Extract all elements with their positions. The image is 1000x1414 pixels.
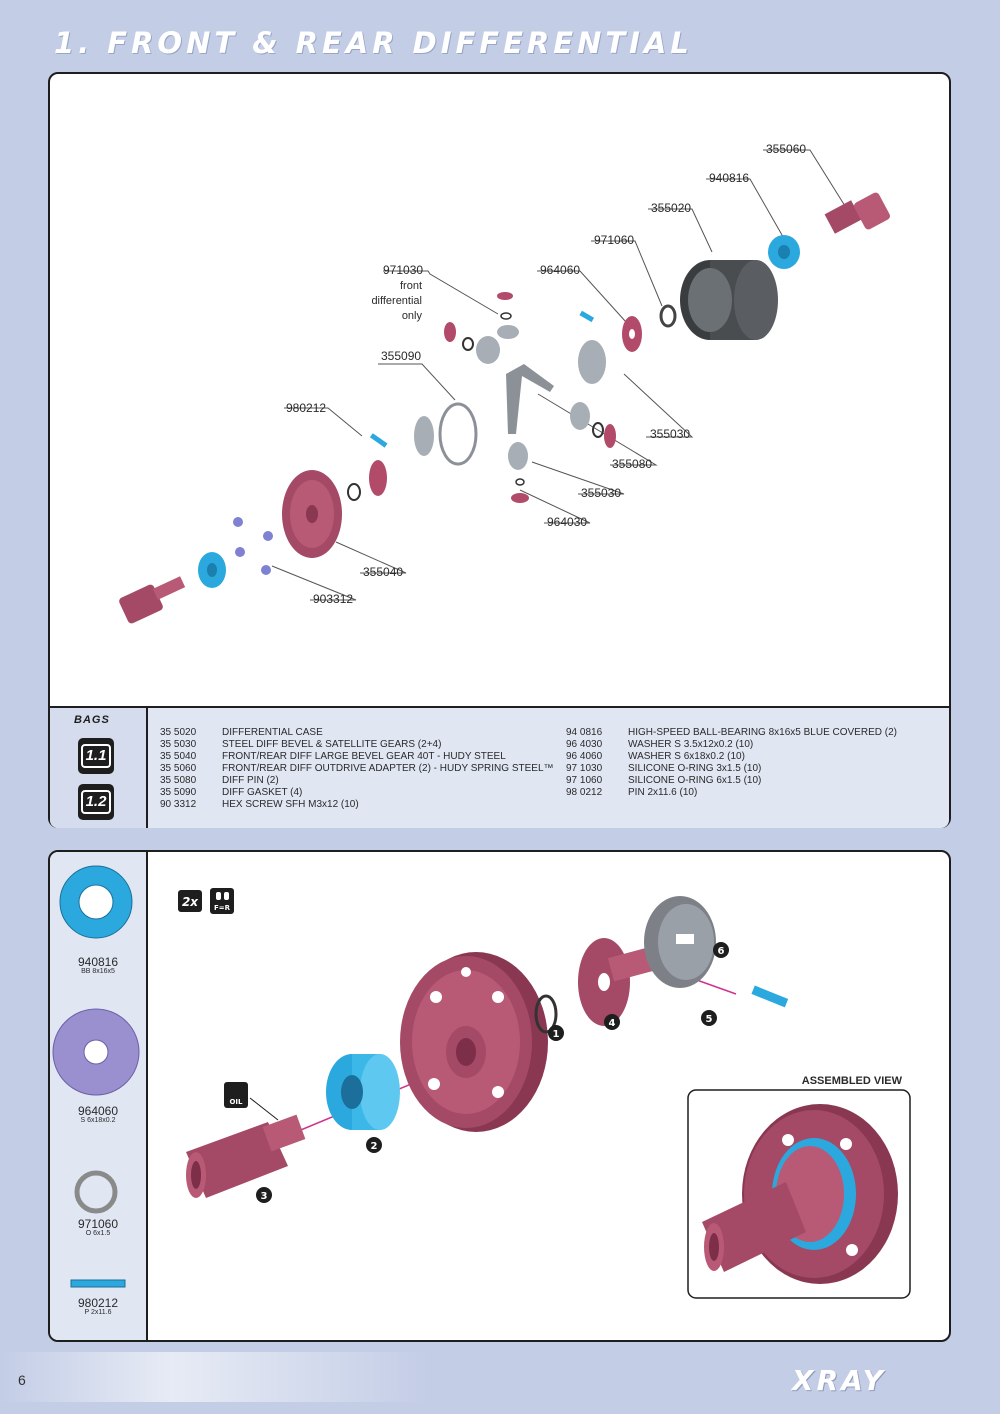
svg-text:OIL: OIL xyxy=(229,1098,243,1106)
callout-note-line2: differential xyxy=(371,295,422,307)
callout-980212: 980212 xyxy=(286,401,326,415)
svg-text:4: 4 xyxy=(609,1018,616,1029)
callout-971030: 971030 xyxy=(383,263,423,277)
hex-screws xyxy=(233,517,273,575)
bevel-gear-satellite xyxy=(644,896,716,988)
o-ring-6x1.5 xyxy=(659,304,677,328)
oil-badge xyxy=(224,1082,248,1108)
assembled-diff xyxy=(702,1104,898,1284)
svg-text:3: 3 xyxy=(261,1191,268,1202)
svg-text:F=R: F=R xyxy=(214,904,231,912)
o-ring xyxy=(534,994,558,1034)
bags-column: BAGS 1.1 1.2 xyxy=(50,708,148,828)
pin-small xyxy=(579,310,595,323)
callout-971060: 971060 xyxy=(594,233,634,247)
actual-size-part: 971060 O 6x1.5 xyxy=(77,1217,119,1237)
svg-text:1: 1 xyxy=(553,1029,560,1040)
ball-bearing xyxy=(326,1054,400,1130)
callout-note-line3: only xyxy=(402,310,423,322)
callout-note-line1: front xyxy=(400,280,422,292)
page-title: 1. FRONT & REAR DIFFERENTIAL xyxy=(54,26,693,60)
bag-badge-1-2: 1.2 xyxy=(78,784,114,820)
assembled-view-label: ASSEMBLED VIEW xyxy=(802,1075,903,1087)
callout-940816: 940816 xyxy=(709,171,749,185)
diff-pin xyxy=(506,364,554,434)
assembly-step-panel: 940816 BB 8x16x5 964060 S 6x18x0.2 97106… xyxy=(48,850,951,1342)
callout-964060: 964060 xyxy=(540,263,580,277)
differential-case xyxy=(680,260,778,340)
callout-355030-upper: 355030 xyxy=(650,427,690,441)
callout-964030: 964030 xyxy=(547,515,587,529)
bags-label: BAGS xyxy=(74,714,110,726)
diff-pin-step xyxy=(751,985,789,1008)
svg-text:6: 6 xyxy=(718,946,725,957)
actual-size-part: 980212 P 2x11.6 xyxy=(77,1296,119,1316)
svg-text:2x: 2x xyxy=(182,895,199,909)
bag-badge-1-1: 1.1 xyxy=(78,738,114,774)
svg-text:2: 2 xyxy=(371,1141,378,1152)
callout-355030-lower: 355030 xyxy=(581,486,621,500)
o-ring-actual-size-icon xyxy=(74,1170,118,1214)
callout-355090: 355090 xyxy=(381,349,421,363)
quantity-badge xyxy=(178,890,202,912)
actual-size-part: 940816 BB 8x16x5 xyxy=(77,955,119,975)
exploded-diagram: 355060 940816 355020 971060 971030 front… xyxy=(119,142,890,624)
outdrive-adapter xyxy=(186,1114,306,1198)
bevel-gear-upper xyxy=(578,340,606,384)
large-bevel-gear xyxy=(400,952,548,1132)
large-bevel-gear-40t xyxy=(282,470,342,558)
exploded-view-panel: 355060 940816 355020 971060 971030 front… xyxy=(48,72,951,828)
footer-glow xyxy=(0,1352,430,1402)
outdrive-adapter-right xyxy=(824,192,890,234)
actual-size-graphics xyxy=(52,865,140,1288)
callout-903312: 903312 xyxy=(313,592,353,606)
actual-size-parts-column: 940816 BB 8x16x5 964060 S 6x18x0.2 97106… xyxy=(50,852,148,1340)
diff-gasket xyxy=(438,402,478,466)
callout-355040: 355040 xyxy=(363,565,403,579)
outdrive-adapter-left xyxy=(119,576,186,624)
brand-logo: XRAY xyxy=(792,1364,886,1397)
callout-355060: 355060 xyxy=(766,142,806,156)
pin-actual-size-icon xyxy=(70,1279,126,1288)
assembly-diagram: 2x F=R OIL xyxy=(178,888,911,1299)
actual-size-part: 964060 S 6x18x0.2 xyxy=(77,1104,119,1124)
svg-text:5: 5 xyxy=(706,1014,713,1025)
callout-355020: 355020 xyxy=(651,201,691,215)
callout-355080: 355080 xyxy=(612,457,652,471)
page-number: 6 xyxy=(18,1372,26,1388)
